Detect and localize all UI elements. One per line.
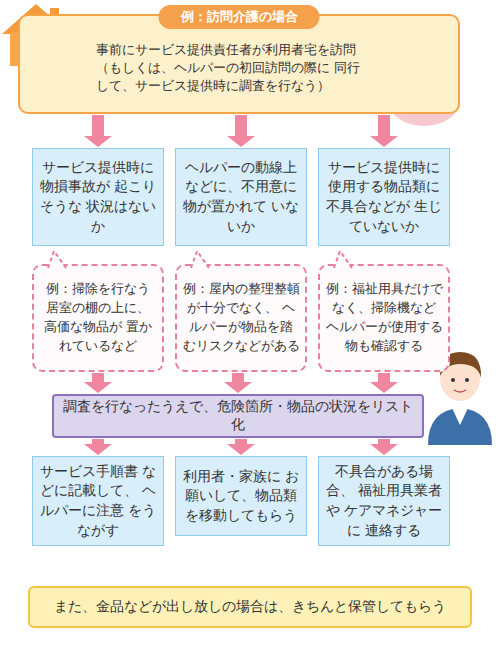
box-text: サービス提供時に 使用する物品類に 不具合などが 生じていないか [324, 158, 444, 236]
flow-arrow [370, 439, 398, 455]
box-text: 利用者・家族に お願いして、物品類 を移動してもらう [181, 467, 301, 526]
box-text: 例：掃除を行なう 居室の棚の上に、 高価な物品が 置かれているなど [38, 280, 158, 355]
box-text: 例：屋内の整理整頓 が十分でなく、 ヘルパーが物品を踏 むリスクなどがある [181, 280, 301, 355]
flow-arrow [84, 373, 112, 393]
callout-tail [189, 250, 213, 268]
check-box: ヘルパーの動線上 などに、不用意に 物が置かれて いないか [175, 148, 307, 246]
check-box: サービス提供時に 物損事故が 起こりそうな 状況はないか [32, 148, 164, 246]
action-box: サービス手順書 などに記載して、 ヘルパーに注意 をうながす [32, 456, 164, 546]
box-text: サービス手順書 などに記載して、 ヘルパーに注意 をうながす [38, 462, 158, 540]
callout-tail [332, 250, 356, 268]
flow-arrow [370, 373, 398, 393]
heading-label: 例：訪問介護の場合 [159, 5, 320, 29]
callout-tail [46, 250, 70, 268]
note-box: また、金品などが出し放しの場合は、きちんと保管してもらう [28, 586, 472, 628]
action-box: 利用者・家族に お願いして、物品類 を移動してもらう [175, 456, 307, 536]
flow-arrow [84, 439, 112, 455]
intro-box: 例：訪問介護の場合事前にサービス提供責任者が利用者宅を訪問 （もしくは、ヘルパー… [18, 14, 460, 114]
box-text: サービス提供時に 物損事故が 起こりそうな 状況はないか [38, 158, 158, 236]
flow-arrow [227, 115, 255, 147]
box-text: また、金品などが出し放しの場合は、きちんと保管してもらう [54, 598, 446, 616]
box-text: 調査を行なったうえで、危険箇所・物品の状況をリスト化 [62, 398, 414, 434]
list-band: 調査を行なったうえで、危険箇所・物品の状況をリスト化 [52, 394, 424, 438]
flow-arrow [84, 115, 112, 147]
example-callout: 例：福祉用具だけで なく、掃除機など ヘルパーが使用する 物も確認する [318, 264, 450, 372]
flow-arrow [370, 115, 398, 147]
box-text: 事前にサービス提供責任者が利用者宅を訪問 （もしくは、ヘルパーの初回訪問の際に … [96, 41, 366, 95]
box-text: 例：福祉用具だけで なく、掃除機など ヘルパーが使用する 物も確認する [324, 280, 444, 355]
flow-arrow [224, 373, 252, 393]
action-box: 不具合がある場合、 福祉用具業者や ケアマネジャーに 連絡する [318, 456, 450, 546]
check-box: サービス提供時に 使用する物品類に 不具合などが 生じていないか [318, 148, 450, 246]
example-callout: 例：屋内の整理整頓 が十分でなく、 ヘルパーが物品を踏 むリスクなどがある [175, 264, 307, 372]
box-text: 不具合がある場合、 福祉用具業者や ケアマネジャーに 連絡する [324, 462, 444, 540]
example-callout: 例：掃除を行なう 居室の棚の上に、 高価な物品が 置かれているなど [32, 264, 164, 372]
box-text: ヘルパーの動線上 などに、不用意に 物が置かれて いないか [181, 158, 301, 236]
flow-arrow [227, 439, 255, 455]
